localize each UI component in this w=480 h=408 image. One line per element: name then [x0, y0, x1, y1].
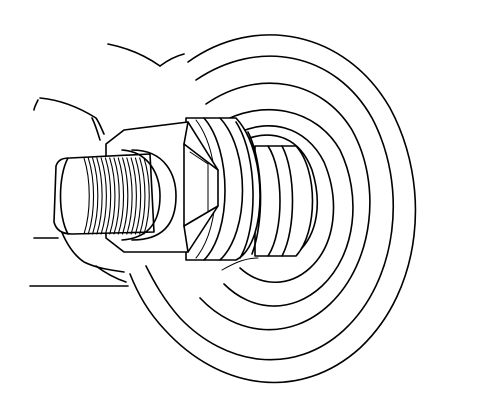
threaded-screw [53, 149, 177, 241]
thread-turn [143, 157, 150, 235]
screw-entry-rim [131, 149, 177, 241]
thread-turn [117, 157, 125, 235]
thread-turn [100, 157, 107, 235]
bore-ring-2 [145, 55, 394, 361]
thread-turn [113, 157, 120, 235]
thread-turn [126, 157, 133, 235]
thread-turn [122, 157, 129, 235]
thread-turn [87, 157, 95, 235]
housing-casting [29, 43, 185, 287]
screw-threads [83, 157, 150, 235]
screw-cylinder [53, 153, 155, 235]
thread-turn [134, 157, 142, 235]
concentric-bore-rings [129, 34, 417, 384]
screw-end-chamfer [59, 157, 69, 235]
thread-turn [96, 157, 103, 235]
bore-ring-4 [217, 108, 354, 307]
thread-turn [130, 157, 137, 235]
bore-ring-3 [199, 82, 371, 331]
stepped-shaft [254, 145, 314, 257]
thread-turn [109, 157, 116, 235]
thread-turn [83, 157, 90, 235]
thread-turn [104, 157, 112, 235]
bore-ring-6 [243, 134, 318, 253]
thread-turn [92, 157, 99, 235]
bore-ring-1 [129, 34, 417, 384]
thread-turn [139, 157, 146, 235]
bore-ring-5 [231, 125, 335, 284]
